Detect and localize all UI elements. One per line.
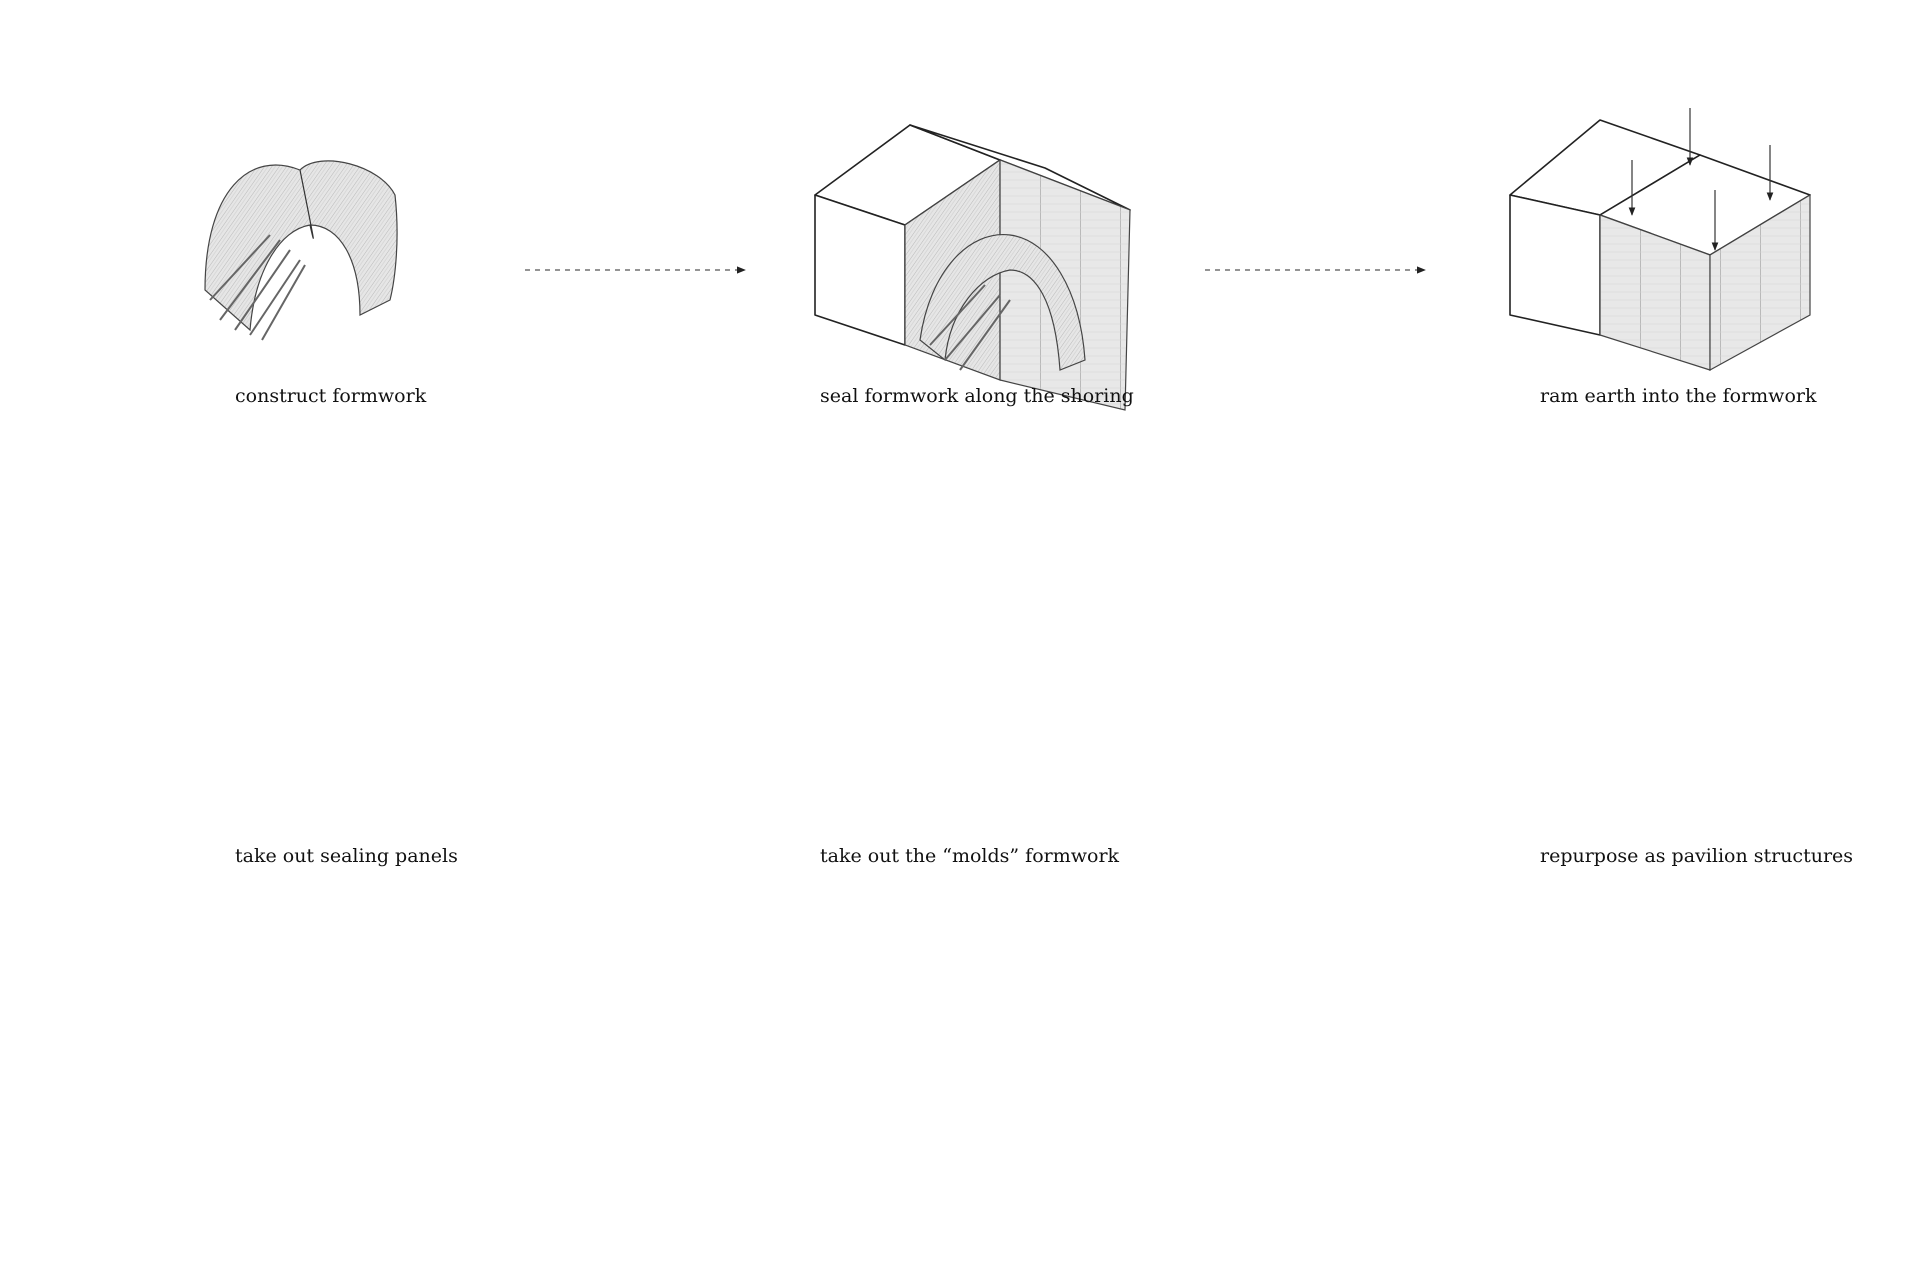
step-caption-pavilion: repurpose as pavilion structures [1540, 845, 1854, 867]
step-caption-construct: construct formwork [235, 385, 427, 407]
block-rammed-earth [1509, 108, 1811, 372]
step-caption-ram: ram earth into the formwork [1540, 385, 1817, 407]
block-sealed-formwork [814, 124, 1131, 411]
step-caption-panels: take out sealing panels [235, 845, 458, 867]
step-caption-seal: seal formwork along the shoring [820, 385, 1134, 407]
formwork-vault-1 [204, 160, 398, 341]
step-caption-molds: take out the “molds” formwork [820, 845, 1120, 867]
